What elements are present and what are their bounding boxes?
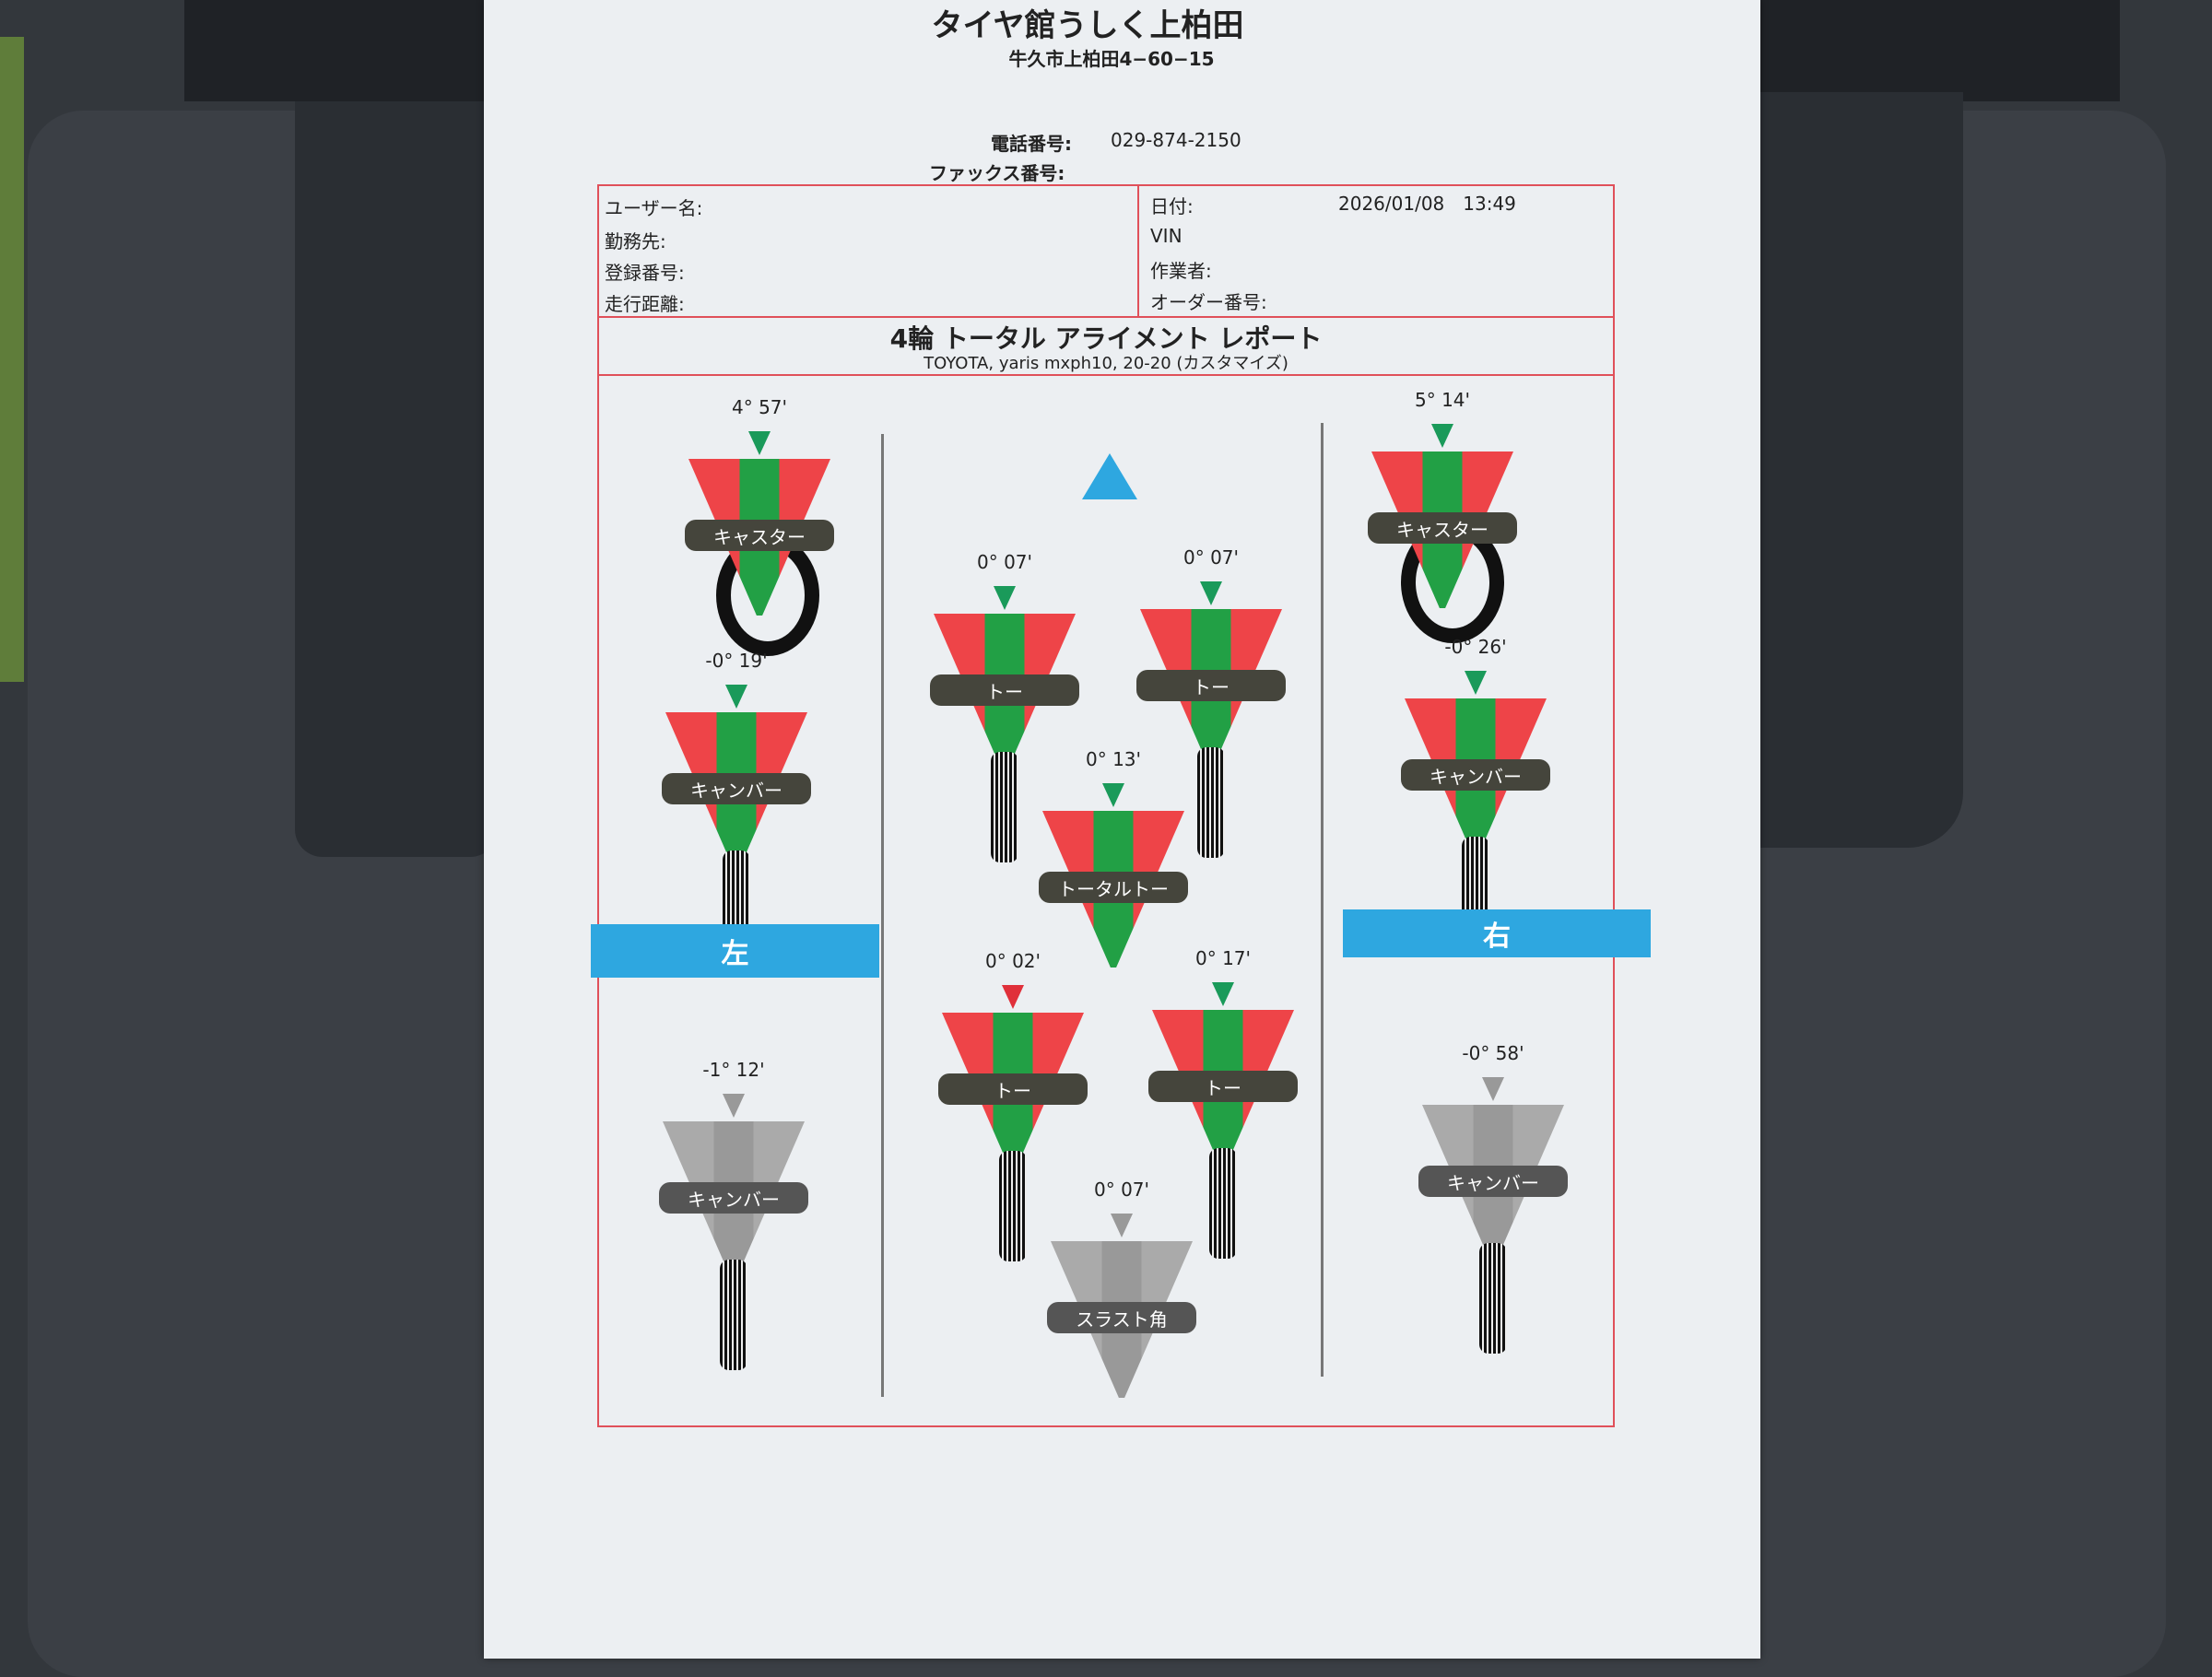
gauge-label: トー [1136,670,1286,701]
gauge-label: トー [930,674,1079,706]
gauge-label: キャスター [1368,512,1517,544]
pointer-triangle-icon [1465,671,1487,695]
tire-icon [1479,1243,1507,1354]
gauge-front-right-toe: 0° 07' トー [1136,546,1286,858]
title-bottom-rule [597,374,1615,376]
gauge-rear-right-toe: 0° 17' トー [1148,947,1298,1259]
order-number-label: オーダー番号: [1150,291,1267,313]
gauge-label: キャンバー [1401,759,1550,791]
tire-icon [991,752,1018,862]
gauge-label: トー [938,1073,1088,1105]
user-name-label: ユーザー名: [605,197,703,219]
gauge-front-left-toe: 0° 07' トー [930,551,1079,862]
gauge-value: 0° 07' [1182,546,1240,569]
gauge-label: トー [1148,1071,1298,1102]
tire-icon [999,1151,1027,1261]
vehicle-subtitle: TOYOTA, yaris mxph10, 20-20 (カスタマイズ) [924,354,1288,373]
tray-guide-right [1733,92,1963,848]
pointer-triangle-icon [1200,581,1222,605]
gauge-front-total-toe: 0° 13' トータルトー [1039,748,1188,1032]
vin-label: VIN [1150,225,1182,247]
gauge-label: キャンバー [662,773,811,804]
workplace-label: 勤務先: [605,230,666,252]
tire-icon [1209,1148,1237,1259]
tire-icon [1197,747,1225,858]
gauge-rear-left-toe: 0° 02' トー [938,950,1088,1261]
info-bottom-rule [597,316,1615,318]
gauge-value: -0° 58' [1462,1042,1524,1064]
gauge-value: 0° 13' [1085,748,1142,770]
car-outline-right [1321,423,1324,1377]
gauge-front-right-caster: 5° 14' キャスター [1368,389,1517,673]
pointer-triangle-icon [1102,783,1124,807]
gauge-value: 0° 02' [984,950,1041,972]
mileage-label: 走行距離: [605,293,685,315]
background-plant [0,37,24,682]
gauge-label: キャンバー [659,1182,808,1214]
gauge-value: 4° 57' [731,396,788,418]
pointer-triangle-icon [1431,424,1453,448]
pointer-triangle-icon [748,431,771,455]
registration-label: 登録番号: [605,262,685,284]
date-value: 2026/01/08 13:49 [1338,193,1516,215]
gauge-value: 5° 14' [1414,389,1471,411]
date-label: 日付: [1150,195,1194,217]
pointer-triangle-icon [1212,982,1234,1006]
gauge-value: 0° 07' [976,551,1033,573]
gauge-value: -0° 26' [1444,636,1507,658]
shop-address: 牛久市上柏田4−60−15 [1008,48,1215,70]
fax-label: ファックス番号: [929,162,1065,184]
gauge-label: キャスター [685,520,834,551]
gauge-label: スラスト角 [1047,1302,1196,1333]
tire-icon [720,1260,747,1370]
gauge-value: -1° 12' [702,1059,765,1081]
gauge-front-right-camber: -0° 26' キャンバー [1401,636,1550,947]
gauge-label: トータルトー [1039,872,1188,903]
gauge-label: キャンバー [1418,1166,1568,1197]
gauge-value: -0° 19' [705,650,768,672]
car-outline-left [881,434,884,1397]
report-title: 4輪 トータル アライメント レポート [889,323,1323,354]
tray-guide-left [295,101,498,857]
left-side-bar: 左 [591,924,879,978]
gauge-front-left-caster: 4° 57' キャスター [685,396,834,680]
pointer-triangle-icon [1002,985,1024,1009]
phone-value: 029-874-2150 [1111,129,1241,151]
gauge-rear-left-camber: -1° 12' キャンバー [659,1059,808,1370]
gauge-front-left-camber: -0° 19' キャンバー [662,650,811,961]
pointer-triangle-icon [1111,1214,1133,1237]
forward-direction-icon [1082,453,1137,499]
right-side-bar: 右 [1343,909,1651,957]
pointer-triangle-icon [1482,1077,1504,1101]
report-frame [597,184,1615,1427]
gauge-value: 0° 17' [1194,947,1252,969]
phone-label: 電話番号: [991,133,1072,155]
shop-name: タイヤ館うしく上柏田 [931,7,1244,44]
gauge-rear-right-camber: -0° 58' キャンバー [1418,1042,1568,1354]
gauge-thrust-angle: 0° 07' スラスト角 [1047,1179,1196,1462]
pointer-triangle-icon [723,1094,745,1118]
pointer-triangle-icon [994,586,1016,610]
technician-label: 作業者: [1150,260,1212,282]
gauge-value: 0° 07' [1093,1179,1150,1201]
info-divider [1137,184,1139,318]
pointer-triangle-icon [725,685,747,709]
